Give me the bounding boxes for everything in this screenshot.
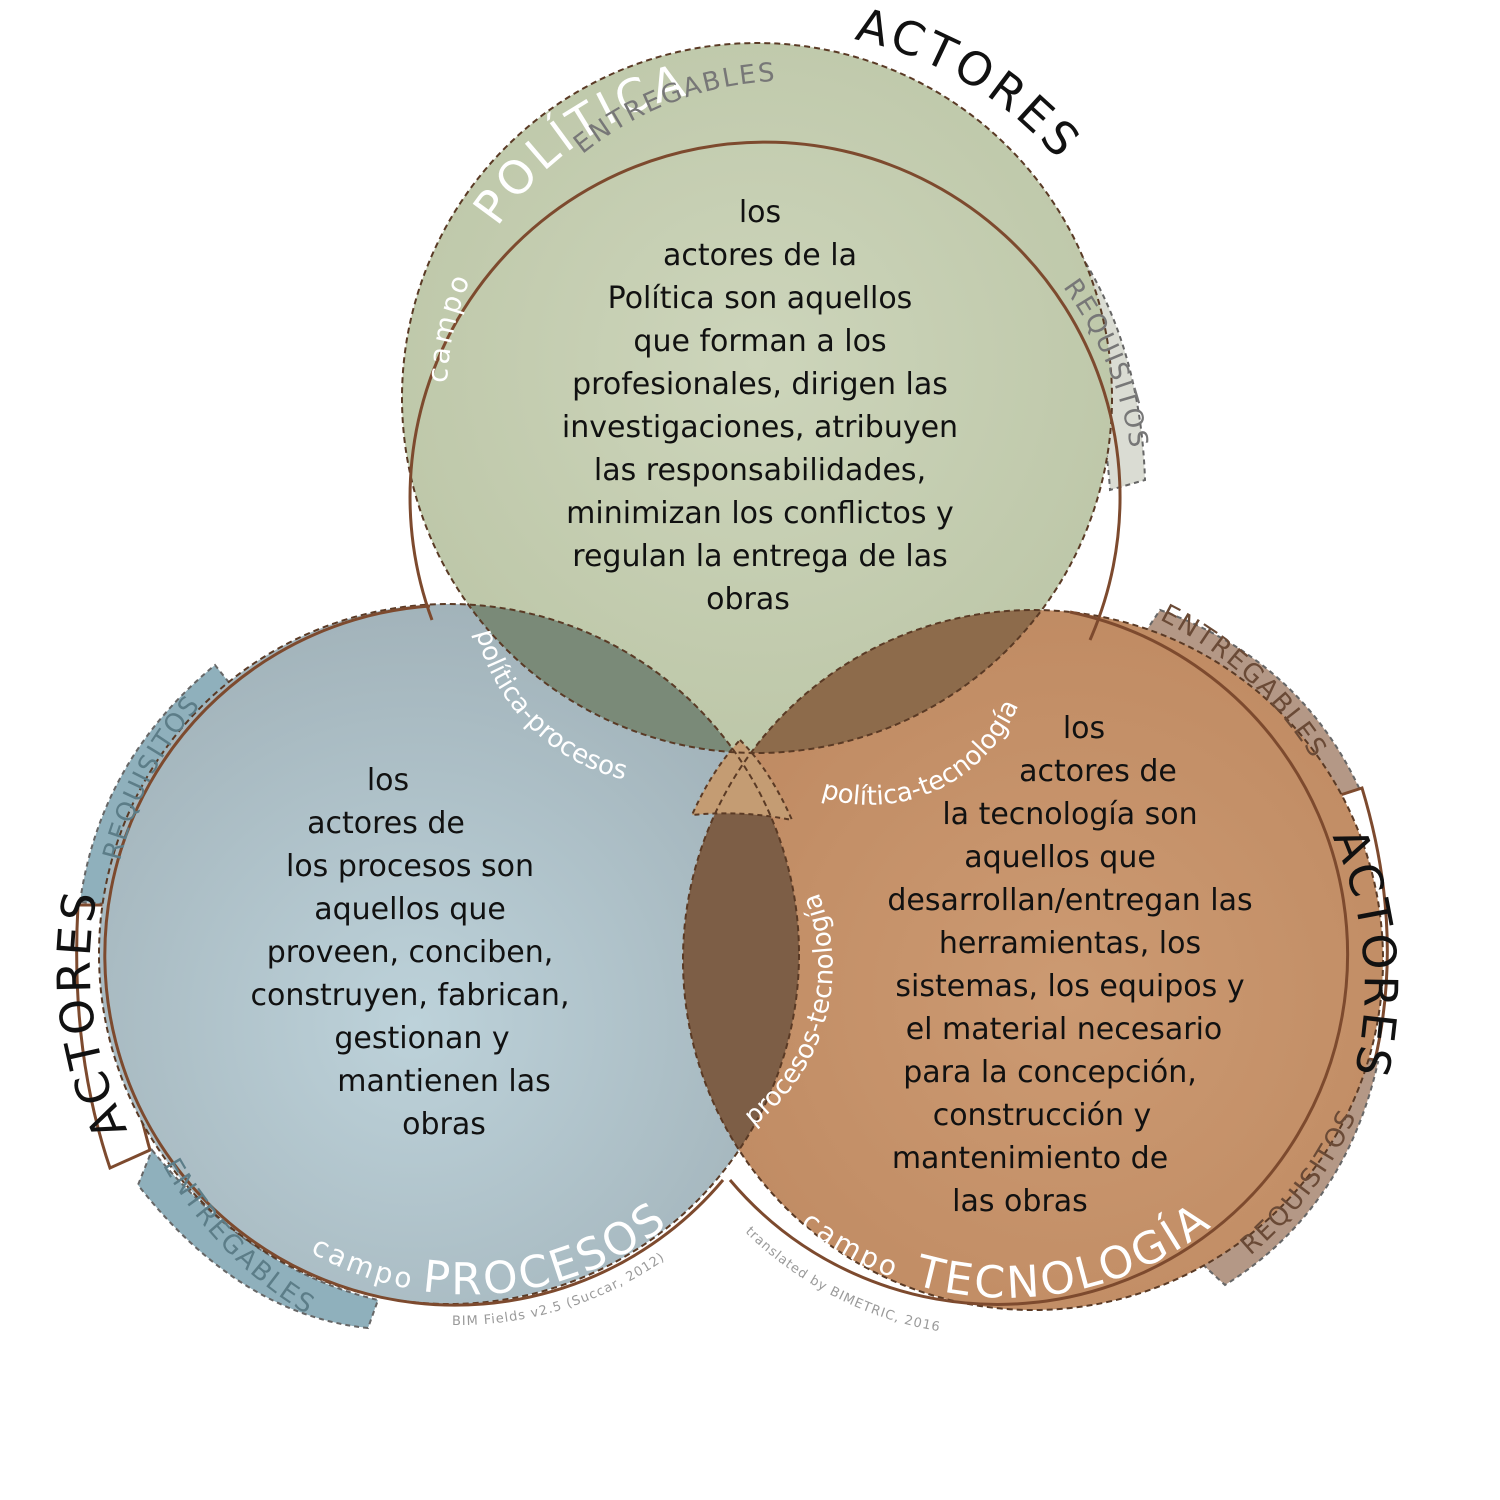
politica-description-line: regulan la entrega de las bbox=[572, 539, 947, 574]
tecnologia-description-line: desarrollan/entregan las bbox=[887, 883, 1252, 918]
tecnologia-description-line: mantenimiento de bbox=[892, 1141, 1168, 1176]
politica-description-line: investigaciones, atribuyen bbox=[562, 410, 958, 445]
tecnologia-description-line: actores de bbox=[1019, 754, 1177, 789]
politica-description-line: profesionales, dirigen las bbox=[572, 367, 948, 402]
tecnologia-field-circle bbox=[683, 610, 1383, 1310]
center-intersection bbox=[690, 738, 794, 822]
tecnologia-description-line: sistemas, los equipos y bbox=[895, 969, 1244, 1004]
politica-description-line: actores de la bbox=[663, 238, 857, 273]
tecnologia-description-line: los bbox=[1063, 711, 1105, 746]
procesos-description: los actores de los procesos son aquellos qu… bbox=[251, 763, 570, 1142]
procesos-description-line: obras bbox=[402, 1107, 486, 1142]
politica-description: los actores de la Política son aquellos que… bbox=[562, 195, 958, 617]
tecnologia-description-line: construcción y bbox=[933, 1098, 1152, 1133]
tecnologia-description: los actores de la tecnología son aquellos q… bbox=[887, 711, 1252, 1219]
procesos-description-line: construyen, fabrican, bbox=[251, 978, 570, 1013]
tecnologia-description-line: el material necesario bbox=[906, 1012, 1223, 1047]
tecnologia-description-line: herramientas, los bbox=[939, 926, 1201, 961]
procesos-description-line: los procesos son bbox=[286, 849, 534, 884]
politica-field-circle bbox=[402, 43, 1112, 753]
procesos-entregables-tab bbox=[136, 1148, 380, 1330]
politica-description-line: que forman a los bbox=[633, 324, 886, 359]
politica-description-line: Política son aquellos bbox=[608, 281, 913, 316]
procesos-description-line: aquellos que bbox=[314, 892, 506, 927]
procesos-description-line: los bbox=[367, 763, 409, 798]
procesos-description-line: actores de bbox=[307, 806, 465, 841]
tecnologia-description-line: para la concepción, bbox=[903, 1055, 1197, 1090]
procesos-field-circle bbox=[99, 604, 799, 1304]
procesos-description-line: gestionan y bbox=[334, 1021, 509, 1056]
tecnologia-description-line: la tecnología son bbox=[942, 797, 1197, 832]
tecnologia-description-line: aquellos que bbox=[964, 840, 1156, 875]
politica-description-line: minimizan los conflictos y bbox=[566, 496, 954, 531]
politica-description-line: obras bbox=[706, 582, 790, 617]
tecnologia-description-line: las obras bbox=[952, 1184, 1088, 1219]
politica-description-line: las responsabilidades, bbox=[594, 453, 926, 488]
procesos-description-line: proveen, conciben, bbox=[267, 935, 554, 970]
politica-description-line: los bbox=[739, 195, 781, 230]
procesos-description-line: mantienen las bbox=[337, 1064, 551, 1099]
